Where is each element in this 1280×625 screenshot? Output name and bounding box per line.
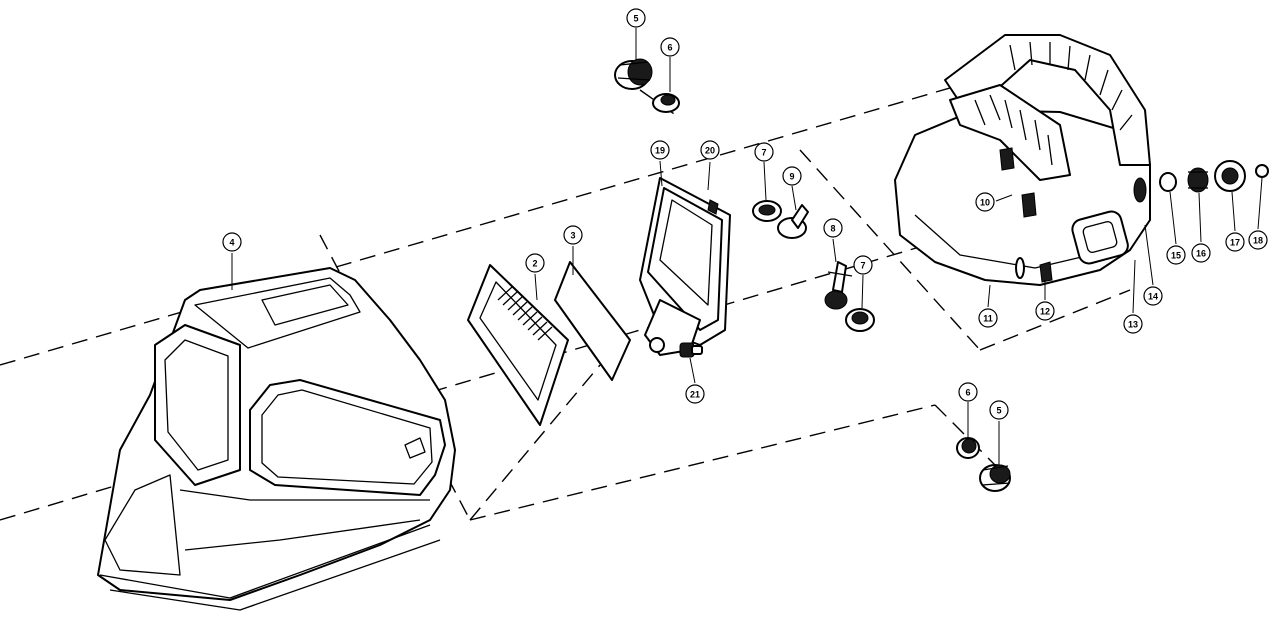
callout-number: 7 — [860, 261, 865, 271]
callout-number: 19 — [655, 146, 665, 156]
callout-number: 15 — [1171, 251, 1181, 261]
headgear — [894, 34, 1151, 286]
callout-circle — [700, 140, 720, 160]
callout-number: 6 — [965, 388, 970, 398]
clip-8 — [824, 261, 853, 310]
callout-number: 9 — [789, 172, 794, 182]
callout-c20: 20 — [700, 140, 720, 160]
callout-circle — [754, 142, 774, 162]
callout-number: 7 — [761, 148, 766, 158]
callout-circle — [626, 8, 646, 28]
callout-c6b: 6 — [958, 382, 978, 402]
callout-circle — [958, 382, 978, 402]
adf-cartridge — [639, 177, 731, 356]
callout-circle — [1248, 230, 1268, 250]
callout-number: 12 — [1040, 307, 1050, 317]
washer-7-upper — [752, 200, 782, 222]
callout-c2: 2 — [525, 253, 545, 273]
callout-c7a: 7 — [754, 142, 774, 162]
washer-upper — [652, 93, 680, 113]
callout-c19: 19 — [650, 140, 670, 160]
washer-7-lower — [845, 308, 875, 332]
callout-number: 14 — [1148, 292, 1158, 302]
callout-labels: 2 3 4 5 6 5 6 7 7 8 9 10 11 12 13 14 15 16 17 18 19 20 21 — [222, 8, 1268, 420]
clip-9 — [777, 204, 809, 239]
clear-lens — [554, 261, 631, 381]
callout-c4: 4 — [222, 232, 242, 252]
callout-number: 5 — [996, 406, 1001, 416]
callout-circle — [978, 308, 998, 328]
callout-c5b: 5 — [989, 400, 1009, 420]
cover-lens-frame — [467, 264, 569, 426]
callout-number: 10 — [980, 198, 990, 208]
callout-number: 11 — [983, 314, 993, 324]
callout-number: 6 — [667, 43, 672, 53]
callout-c12: 12 — [1035, 301, 1055, 321]
callout-number: 4 — [229, 238, 234, 248]
callout-circle — [975, 192, 995, 212]
callout-circle — [1035, 301, 1055, 321]
callout-circle — [525, 253, 545, 273]
callout-circle — [563, 225, 583, 245]
callout-number: 2 — [532, 259, 537, 269]
callout-circle — [650, 140, 670, 160]
knob-lower — [979, 464, 1011, 492]
helmet-shell — [97, 267, 456, 611]
callout-circle — [823, 218, 843, 238]
callout-circle — [222, 232, 242, 252]
callout-c15: 15 — [1166, 245, 1186, 265]
ratchet-parts — [1133, 160, 1269, 203]
leader-lines — [231, 28, 1263, 465]
callout-circle — [1225, 232, 1245, 252]
callout-c5a: 5 — [626, 8, 646, 28]
callout-number: 13 — [1128, 320, 1138, 330]
callout-circle — [989, 400, 1009, 420]
callout-circle — [782, 166, 802, 186]
callout-c18: 18 — [1248, 230, 1268, 250]
callout-c17: 17 — [1225, 232, 1245, 252]
callout-number: 21 — [690, 390, 700, 400]
callout-c16: 16 — [1191, 243, 1211, 263]
callout-c7b: 7 — [853, 255, 873, 275]
callout-circle — [1123, 314, 1143, 334]
callout-c3: 3 — [563, 225, 583, 245]
callout-c11: 11 — [978, 308, 998, 328]
callout-circle — [1143, 286, 1163, 306]
callout-c8: 8 — [823, 218, 843, 238]
callout-circle — [1191, 243, 1211, 263]
callout-circle — [660, 37, 680, 57]
callout-c13: 13 — [1123, 314, 1143, 334]
callout-circle — [685, 384, 705, 404]
callout-number: 5 — [633, 14, 638, 24]
callout-number: 18 — [1253, 236, 1263, 246]
knob-upper — [614, 58, 653, 90]
callout-number: 17 — [1230, 238, 1240, 248]
screw — [679, 342, 703, 358]
callout-c14: 14 — [1143, 286, 1163, 306]
callout-c9: 9 — [782, 166, 802, 186]
callout-circle — [853, 255, 873, 275]
callout-number: 20 — [705, 146, 715, 156]
callout-number: 8 — [830, 224, 835, 234]
callout-circle — [1166, 245, 1186, 265]
callout-c21: 21 — [685, 384, 705, 404]
callout-number: 16 — [1196, 249, 1206, 259]
callout-number: 3 — [570, 231, 575, 241]
washer-lower — [956, 437, 980, 459]
callout-c6a: 6 — [660, 37, 680, 57]
callout-c10: 10 — [975, 192, 995, 212]
